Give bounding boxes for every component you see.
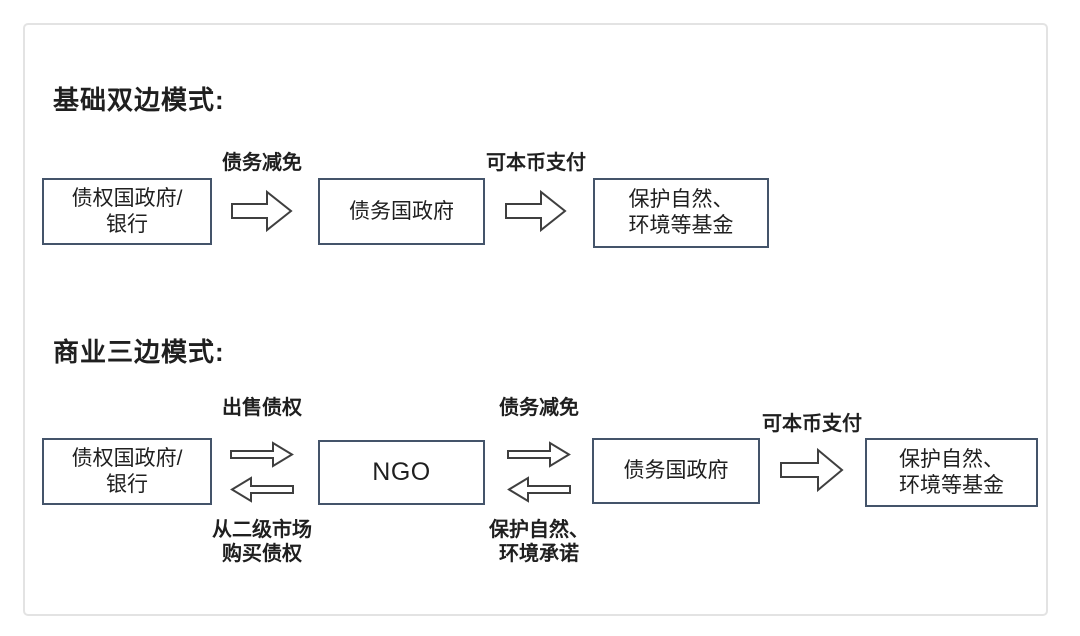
s2-relief-label: 债务减免 <box>499 397 579 419</box>
s1-box-creditor-line1: 债权国政府/ <box>71 186 183 210</box>
s1-box-fund-line2: 环境等基金 <box>628 214 734 237</box>
diagram-frame <box>23 23 1048 616</box>
section2-title: 商业三边模式: <box>53 337 225 367</box>
arrow-right-icon <box>231 189 293 233</box>
s2-box-debtor-label: 债务国政府 <box>623 459 729 483</box>
s1-box-debtor-label: 债务国政府 <box>349 199 454 223</box>
s2-box-creditor: 债权国政府/ 银行 <box>42 438 212 505</box>
arrow-right-icon <box>507 441 571 468</box>
s2-box-fund-line2: 环境等基金 <box>899 473 1004 497</box>
s2-box-debtor: 债务国政府 <box>592 438 760 504</box>
arrow-left-icon <box>230 476 294 503</box>
s2-box-creditor-line2: 银行 <box>106 472 148 496</box>
arrow-right-icon <box>505 189 567 233</box>
s2-buy-label-line2: 购买债权 <box>222 542 302 565</box>
s2-buy-label: 从二级市场 购买债权 <box>192 519 332 566</box>
arrow-right-icon <box>230 441 294 468</box>
s2-commit-label: 保护自然、 环境承诺 <box>484 519 594 566</box>
s1-box-fund: 保护自然、 环境等基金 <box>593 178 769 248</box>
s2-buy-label-line1: 从二级市场 <box>212 519 312 541</box>
section1-title: 基础双边模式: <box>53 85 225 115</box>
s2-box-fund-line1: 保护自然、 <box>899 447 1004 471</box>
s2-commit-label-line1: 保护自然、 <box>489 519 589 541</box>
arrow-left-icon <box>507 476 571 503</box>
s2-box-creditor-line1: 债权国政府/ <box>71 446 183 470</box>
s2-box-ngo: NGO <box>318 440 485 505</box>
s1-box-creditor: 债权国政府/ 银行 <box>42 178 212 245</box>
s1-arrow1-label: 债务减免 <box>222 152 302 174</box>
s2-sell-label: 出售债权 <box>222 397 302 419</box>
s1-box-fund-line1: 保护自然、 <box>628 188 734 212</box>
s1-box-creditor-line2: 银行 <box>106 212 148 236</box>
s2-pay-label: 可本币支付 <box>762 413 862 435</box>
s1-box-debtor: 债务国政府 <box>318 178 485 245</box>
s1-arrow2-label: 可本币支付 <box>486 152 586 174</box>
arrow-right-icon <box>780 447 844 493</box>
s2-box-fund: 保护自然、 环境等基金 <box>865 438 1038 507</box>
s2-box-ngo-label: NGO <box>372 458 431 487</box>
s2-commit-label-line2: 环境承诺 <box>499 542 579 565</box>
